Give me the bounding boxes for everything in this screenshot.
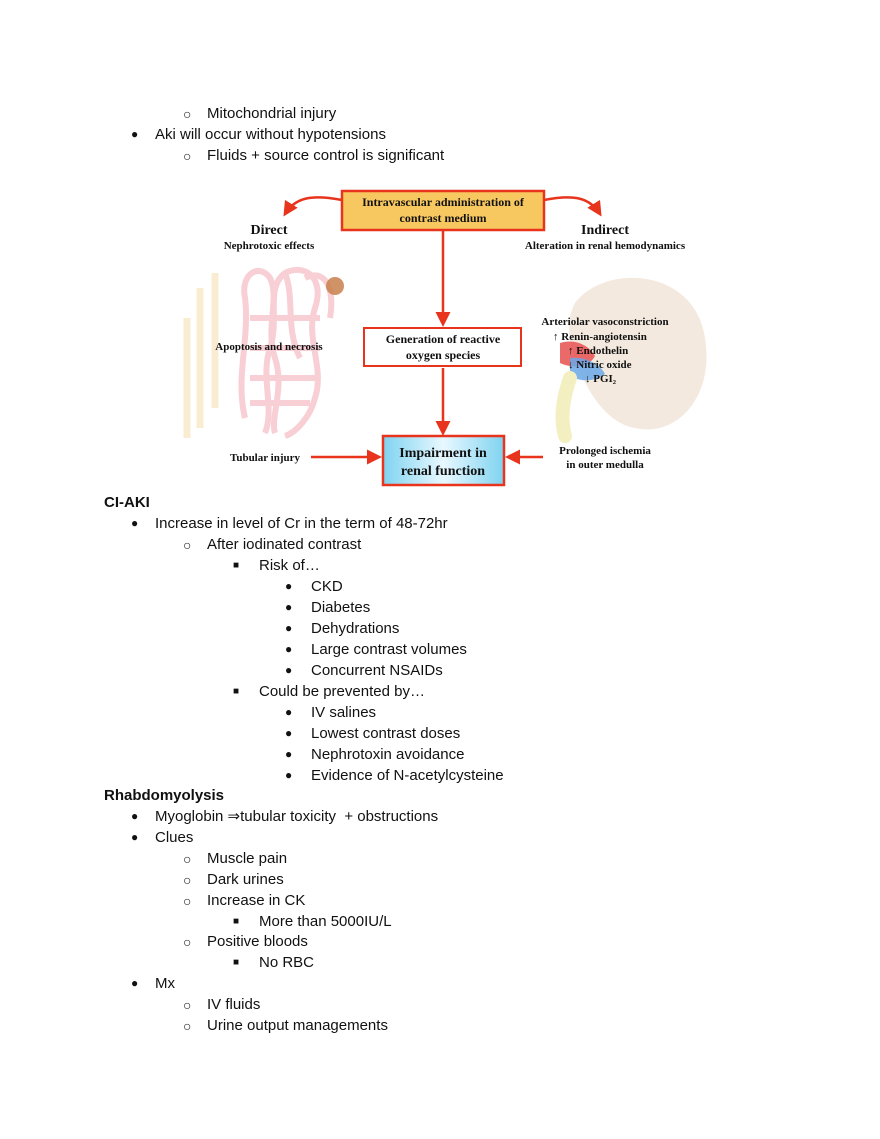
item-text: Diabetes [311, 599, 371, 616]
item-text: Dehydrations [311, 620, 400, 637]
bullet-dot-icon [131, 974, 138, 994]
bullet-circle-icon [183, 849, 191, 870]
item-text: Urine output managements [207, 1017, 388, 1034]
pgi-label: ↓ PGI₂ [585, 373, 617, 385]
ischemia-line2: in outer medulla [566, 459, 644, 471]
item-text: Large contrast volumes [311, 641, 467, 658]
bullet-dot-icon [285, 703, 292, 723]
item-text: Nephrotoxin avoidance [311, 746, 465, 763]
item-text: No RBC [259, 954, 315, 971]
ros-line1: Generation of reactive [386, 332, 501, 346]
ros-box [363, 327, 522, 367]
impairment-line1: Impairment in [399, 446, 487, 461]
bullet-square-icon [233, 556, 239, 578]
bullet-circle-icon [183, 146, 191, 167]
bullet-square-icon [233, 912, 239, 934]
impairment-box [381, 434, 506, 487]
bullet-circle-icon [183, 535, 191, 556]
top-box-line1: Intravascular administration of [362, 195, 525, 209]
direct-subtitle: Nephrotoxic effects [224, 240, 315, 252]
bullet-dot-icon [285, 640, 292, 660]
ischemia-line1: Prolonged ischemia [559, 445, 651, 457]
vessel-illustration [183, 273, 219, 438]
bullet-dot-icon [285, 577, 292, 597]
bullet-circle-icon [183, 932, 191, 953]
item-text: More than 5000IU/L [259, 913, 392, 930]
item-text: Increase in level of Cr in the term of 4… [155, 515, 448, 532]
bullet-circle-icon [183, 1016, 191, 1037]
nitric-oxide-label: ↓ Nitric oxide [568, 359, 632, 371]
indirect-title: Indirect [581, 223, 629, 238]
tubular-injury-label: Tubular injury [230, 452, 301, 464]
bullet-circle-icon [183, 891, 191, 912]
bullet-square-icon [233, 682, 239, 704]
bullet-dot-icon [285, 619, 292, 639]
ros-line2: oxygen species [406, 348, 481, 362]
item-text: Evidence of N-acetylcysteine [311, 767, 504, 784]
item-text: After iodinated contrast [207, 536, 362, 553]
item-text: Could be prevented by… [259, 683, 425, 700]
bullet-circle-icon [183, 995, 191, 1016]
section-heading-rhabdomyolysis: Rhabdomyolysis [104, 787, 225, 804]
item-text: Risk of… [259, 557, 320, 574]
indirect-subtitle: Alteration in renal hemodynamics [525, 240, 686, 252]
item-text: IV fluids [207, 996, 261, 1013]
item-text: Increase in CK [207, 892, 306, 909]
item-text: Mx [155, 975, 175, 992]
item-text: Positive bloods [207, 933, 308, 950]
bullet-dot-icon [285, 724, 292, 744]
item-text: IV salines [311, 704, 377, 721]
top-box-line2: contrast medium [400, 211, 487, 225]
apoptosis-label: Apoptosis and necrosis [215, 341, 323, 353]
contrast-nephropathy-diagram: Intravascular administration of contrast… [183, 189, 707, 487]
item-text: Aki will occur without hypotensions [155, 126, 386, 143]
item-text: Lowest contrast doses [311, 725, 461, 742]
bullet-dot-icon [285, 745, 292, 765]
direct-title: Direct [250, 223, 287, 238]
bullet-dot-icon [131, 828, 138, 848]
bullet-circle-icon [183, 104, 191, 125]
bullet-dot-icon [131, 125, 138, 145]
renin-label: ↑ Renin-angiotensin [553, 331, 647, 343]
item-text: Myoglobin ⇒tubular toxicity + obstructio… [155, 808, 439, 825]
item-text: Muscle pain [207, 850, 288, 867]
bullet-dot-icon [285, 661, 292, 681]
vasoconstriction-label: Arteriolar vasoconstriction [541, 316, 668, 328]
glomerulus-illustration [326, 277, 344, 295]
endothelin-label: ↑ Endothelin [568, 345, 628, 357]
bullet-circle-icon [183, 870, 191, 891]
item-text: Concurrent NSAIDs [311, 662, 443, 679]
bullet-dot-icon [131, 807, 138, 827]
impairment-line2: renal function [401, 464, 485, 479]
bullet-dot-icon [131, 514, 138, 534]
item-text: Clues [155, 829, 194, 846]
section-heading-ci-aki: CI-AKI [104, 494, 150, 511]
kidney-illustration [555, 277, 707, 443]
item-text: Fluids + source control is significant [207, 147, 445, 164]
item-text: CKD [311, 578, 343, 595]
bullet-dot-icon [285, 766, 292, 786]
item-text: Mitochondrial injury [207, 105, 337, 122]
bullet-square-icon [233, 953, 239, 975]
bullet-dot-icon [285, 598, 292, 618]
item-text: Dark urines [207, 871, 284, 888]
